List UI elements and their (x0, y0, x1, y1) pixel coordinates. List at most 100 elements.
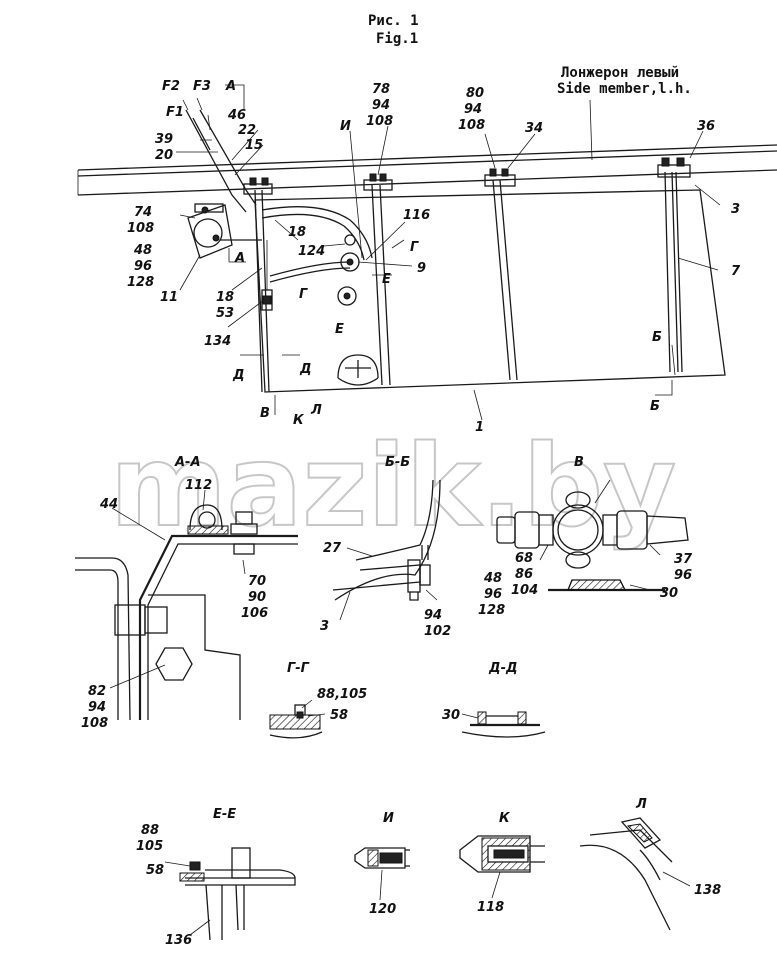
section-title-k: К (499, 811, 511, 826)
detail-v: В 68 86 104 48 96 128 37 96 30 (478, 455, 693, 618)
label-20: 20 (155, 148, 173, 163)
label-k-mark: К (293, 413, 305, 428)
detail-e-e: Е-Е 88 105 58 136 (136, 807, 296, 948)
label-134: 134 (204, 334, 231, 349)
section-title-bb: Б-Б (385, 455, 410, 470)
ee-label-105: 105 (136, 839, 163, 854)
label-f2: F2 (162, 79, 180, 94)
label-39: 39 (155, 132, 173, 147)
label-g-mark2: Г (299, 287, 308, 302)
label-a-top: А (225, 79, 236, 94)
drain-valve (261, 240, 273, 311)
v-label-96b: 96 (674, 568, 692, 583)
v-label-68: 68 (515, 551, 533, 566)
bb-label-102: 102 (424, 624, 451, 639)
label-d-right: Д (299, 362, 312, 377)
aa-label-106: 106 (241, 606, 268, 621)
detail-k: К 118 (459, 811, 545, 915)
section-title-aa: А-А (174, 455, 201, 470)
aa-label-90: 90 (248, 590, 266, 605)
label-e-mark2: Е (335, 322, 344, 337)
label-53: 53 (216, 306, 234, 321)
v-label-37: 37 (674, 552, 693, 567)
label-124: 124 (298, 244, 325, 259)
main-labels: F2 F3 А F1 46 22 39 15 20 И 78 94 108 80… (127, 79, 741, 435)
label-15: 15 (245, 138, 263, 153)
detail-d-d: Д-Д 30 (442, 661, 546, 738)
label-48: 48 (133, 243, 152, 258)
section-title-l: Л (635, 797, 647, 812)
side-member-label-ru: Лонжерон левый (561, 65, 679, 81)
bb-label-27: 27 (323, 541, 342, 556)
aa-label-112: 112 (185, 478, 212, 493)
label-b-mark: Б (652, 330, 662, 345)
label-34: 34 (525, 121, 543, 136)
section-title-v: В (574, 455, 584, 470)
label-a-mid: А (234, 251, 245, 266)
label-18a: 18 (288, 225, 306, 240)
label-94a: 94 (372, 98, 390, 113)
label-116: 116 (403, 208, 430, 223)
aa-label-94: 94 (88, 700, 106, 715)
label-7: 7 (731, 264, 741, 279)
label-f1: F1 (166, 105, 184, 120)
label-80: 80 (466, 86, 484, 101)
aa-label-44: 44 (99, 497, 118, 512)
main-view (77, 84, 777, 421)
label-108a: 108 (366, 114, 393, 129)
aa-label-70: 70 (248, 574, 266, 589)
ee-label-136: 136 (165, 933, 192, 948)
label-108b: 108 (458, 118, 485, 133)
label-l-mark: Л (310, 403, 322, 418)
fuel-filter (187, 203, 233, 259)
tank-cap (337, 354, 379, 386)
bb-label-94: 94 (424, 608, 442, 623)
section-title-dd: Д-Д (488, 661, 518, 676)
label-22: 22 (238, 123, 256, 138)
figure-title-ru: Рис. 1 (368, 13, 419, 29)
label-94b: 94 (464, 102, 482, 117)
l-label-138: 138 (694, 883, 721, 898)
label-108c: 108 (127, 221, 154, 236)
detail-a-a: А-А 44 112 70 90 106 82 94 108 (75, 455, 298, 731)
label-d-left: Д (232, 368, 245, 383)
label-96: 96 (134, 259, 152, 274)
label-78: 78 (372, 82, 390, 97)
section-title-gg: Г-Г (287, 661, 310, 676)
v-label-128: 128 (478, 603, 505, 618)
gg-label-88-105: 88,105 (317, 687, 367, 702)
v-label-86: 86 (515, 567, 533, 582)
label-18b: 18 (216, 290, 234, 305)
v-label-48: 48 (483, 571, 502, 586)
ee-label-88: 88 (141, 823, 159, 838)
tank-straps (243, 157, 691, 393)
ee-label-58: 58 (146, 863, 164, 878)
gg-label-58: 58 (330, 708, 348, 723)
label-b-mark2: Б (650, 399, 660, 414)
detail-l: Л 138 (579, 797, 721, 931)
detail-b-b: Б-Б 27 3 94 102 (320, 455, 451, 639)
label-3: 3 (731, 202, 740, 217)
label-128: 128 (127, 275, 154, 290)
label-e-mark: Е (382, 272, 391, 287)
v-label-104: 104 (511, 583, 538, 598)
label-9: 9 (417, 261, 426, 276)
label-36: 36 (697, 119, 715, 134)
aa-label-82: 82 (88, 684, 106, 699)
label-i-mark: И (340, 119, 351, 134)
label-v-mark: В (260, 406, 270, 421)
section-title-ee: Е-Е (213, 807, 236, 822)
label-46: 46 (227, 108, 246, 123)
label-g-mark: Г (410, 240, 419, 255)
side-member-label-en: Side member,l.h. (557, 81, 692, 97)
level-sensor (337, 234, 360, 306)
label-11: 11 (160, 290, 178, 305)
label-f3: F3 (193, 79, 211, 94)
aa-label-108: 108 (81, 716, 108, 731)
k-label-118: 118 (477, 900, 504, 915)
label-1: 1 (475, 420, 484, 435)
bb-label-3: 3 (320, 619, 329, 634)
label-74: 74 (134, 205, 152, 220)
figure-title-en: Fig.1 (376, 31, 418, 47)
